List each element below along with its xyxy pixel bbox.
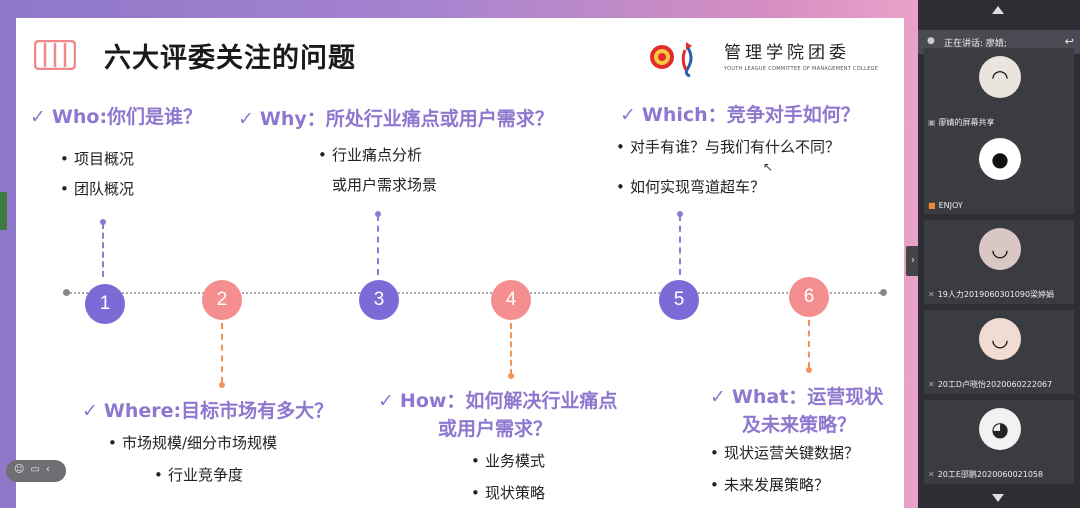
youth-league-logo	[650, 42, 693, 78]
avatar: ◕	[979, 408, 1021, 450]
chevron-left-icon[interactable]: ‹	[45, 464, 56, 475]
mouse-cursor-icon: ↖	[763, 160, 774, 174]
timeline-node-2: 2	[202, 280, 242, 320]
connector-dot	[677, 211, 683, 217]
question-who: ✓Who:你们是谁？	[30, 106, 203, 128]
left-edge-handle[interactable]	[0, 192, 7, 230]
question-where: ✓Where:目标市场有多大？	[82, 400, 334, 422]
participants-panel: ● 正在讲话: 廖婧; ↩ ◠ ▣廖婧的屏幕共享 ● ■ENJOY ◡ ✕19人…	[918, 0, 1080, 508]
connector-line	[679, 215, 681, 275]
bullet-item: •业务模式	[471, 452, 546, 470]
bullet-item: •行业竞争度	[154, 466, 244, 484]
check-icon: ✓	[710, 386, 726, 408]
org-name: 管理学院团委	[724, 43, 850, 63]
timeline-node-5: 5	[659, 280, 699, 320]
connector-line	[808, 320, 810, 368]
bullet-item: •现状运营关键数据？	[710, 444, 860, 462]
connector-dot	[375, 211, 381, 217]
slide-frame: 六大评委关注的问题 管理学院团委 YOUTH LEAGUE COMMITTEE …	[0, 0, 918, 508]
connector-line	[221, 323, 223, 383]
timeline-end-dot	[880, 289, 887, 296]
avatar: ◠	[979, 56, 1021, 98]
check-icon: ✓	[30, 106, 46, 128]
timeline-node-1: 1	[85, 284, 125, 324]
participant-tile[interactable]: ◠ ▣廖婧的屏幕共享	[924, 48, 1074, 132]
screen-share-icon: ▣	[928, 118, 936, 127]
connector-dot	[508, 373, 514, 379]
timeline-node-3: 3	[359, 280, 399, 320]
question-how: ✓How：如何解决行业痛点	[378, 390, 618, 412]
book-icon	[34, 40, 76, 70]
collapse-panel-button[interactable]: ›	[906, 246, 920, 276]
timeline-line	[66, 292, 884, 294]
timeline-node-4: 4	[491, 280, 531, 320]
bullet-item: •行业痛点分析	[318, 146, 423, 164]
avatar: ◡	[979, 228, 1021, 270]
bullet-item: •项目概况	[60, 150, 135, 168]
bullet-item: •市场规模/细分市场规模	[108, 434, 278, 452]
avatar: ●	[979, 138, 1021, 180]
participant-tile[interactable]: ◕ ✕20工E邵鹏2020060021058	[924, 400, 1074, 484]
question-how-line2: 或用户需求？	[438, 418, 553, 440]
connector-line	[510, 323, 512, 375]
check-icon: ✓	[82, 400, 98, 422]
participant-tile[interactable]: ◡ ✕19人力2019060301090梁婷娟	[924, 220, 1074, 304]
annotation-icon[interactable]: ☺	[14, 464, 31, 475]
mic-off-icon: ✕	[928, 470, 935, 479]
bullet-item: •如何实现弯道超车？	[616, 178, 766, 196]
bullet-item-continued: 或用户需求场景	[332, 176, 438, 194]
timeline-node-6: 6	[789, 277, 829, 317]
bullet-item: •对手有谁？与我们有什么不同？	[616, 138, 841, 156]
bullet-item: •未来发展策略？	[710, 476, 830, 494]
bullet-item: •现状策略	[471, 484, 546, 502]
question-what-line2: 及未来策略？	[742, 414, 857, 436]
mic-off-icon: ✕	[928, 290, 935, 299]
question-which: ✓Which：竞争对手如何？	[620, 104, 860, 126]
scroll-down-icon[interactable]	[992, 494, 1004, 502]
check-icon: ✓	[378, 390, 394, 412]
connector-dot	[219, 382, 225, 388]
slide-toolbar[interactable]: ☺▭‹	[6, 460, 66, 482]
avatar: ◡	[979, 318, 1021, 360]
chevron-right-icon: ›	[911, 255, 915, 266]
org-name-en: YOUTH LEAGUE COMMITTEE OF MANAGEMENT COL…	[724, 66, 879, 72]
scroll-up-icon[interactable]	[992, 6, 1004, 14]
slide-title: 六大评委关注的问题	[104, 43, 356, 74]
connector-line	[102, 223, 104, 277]
check-icon: ✓	[238, 108, 254, 130]
mic-icon: ●	[927, 36, 935, 46]
question-what: ✓What：运营现状	[710, 386, 884, 408]
timeline-start-dot	[63, 289, 70, 296]
screen-icon[interactable]: ▭	[30, 464, 46, 475]
question-why: ✓Why：所处行业痛点或用户需求？	[238, 108, 554, 130]
back-icon[interactable]: ↩	[1064, 35, 1074, 48]
connector-dot	[806, 367, 812, 373]
connector-line	[377, 215, 379, 275]
bullet-item: •团队概况	[60, 180, 135, 198]
participant-tile[interactable]: ● ■ENJOY	[924, 130, 1074, 214]
shared-slide: 六大评委关注的问题 管理学院团委 YOUTH LEAGUE COMMITTEE …	[16, 18, 904, 508]
mic-off-icon: ✕	[928, 380, 935, 389]
check-icon: ✓	[620, 104, 636, 126]
participant-tile[interactable]: ◡ ✕20工D卢晓怡2020060222067	[924, 310, 1074, 394]
user-icon: ■	[928, 201, 936, 210]
connector-dot	[100, 219, 106, 225]
